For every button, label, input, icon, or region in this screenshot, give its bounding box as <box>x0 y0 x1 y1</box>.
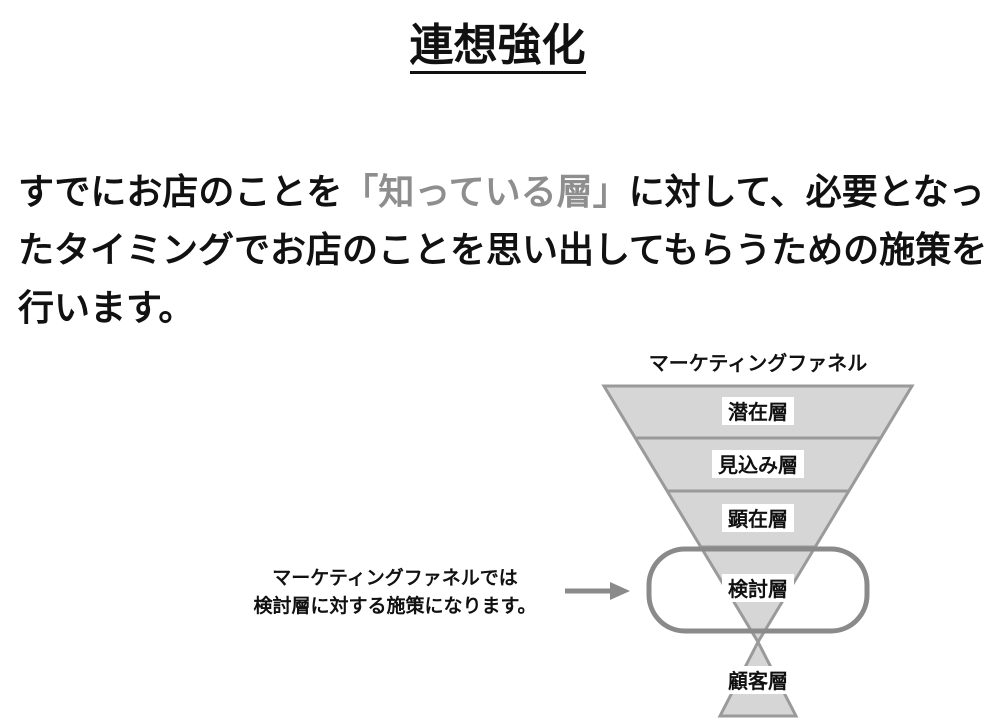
funnel-title: マーケティングファネル <box>649 351 867 375</box>
layer-label-bg-1 <box>722 397 794 425</box>
layer-label-bg-2 <box>712 450 804 478</box>
note-line-2: 検討層に対する施策になります。 <box>253 594 536 617</box>
description-paragraph: すでにお店のことを「知っている層」に対して、必要となったタイミングでお店のことを… <box>18 164 988 338</box>
page-title-text: 連想強化 <box>409 20 586 74</box>
funnel-layer-latent: 潜在層 <box>728 400 788 424</box>
description-before: すでにお店のことを <box>18 172 343 213</box>
layer-label-bg-4 <box>722 574 794 602</box>
layer-label-bg-3 <box>722 504 794 532</box>
arrow-icon <box>565 582 630 600</box>
funnel-layer-apparent: 顕在層 <box>728 507 788 531</box>
consideration-highlight-oval <box>646 546 870 634</box>
funnel-layer-prospect: 見込み層 <box>718 453 798 477</box>
layer-label-bg-5 <box>722 666 794 694</box>
note-line-1: マーケティングファネルでは <box>272 566 517 589</box>
description-highlight: 「知っている層」 <box>342 172 629 213</box>
page-title: 連想強化 <box>0 18 995 74</box>
funnel-layer-customer: 顧客層 <box>728 669 788 693</box>
description-after: に対して、必要となったタイミングでお店のことを思い出してもらうための施策を行いま… <box>18 172 988 329</box>
funnel-layer-consideration: 検討層 <box>728 577 788 601</box>
